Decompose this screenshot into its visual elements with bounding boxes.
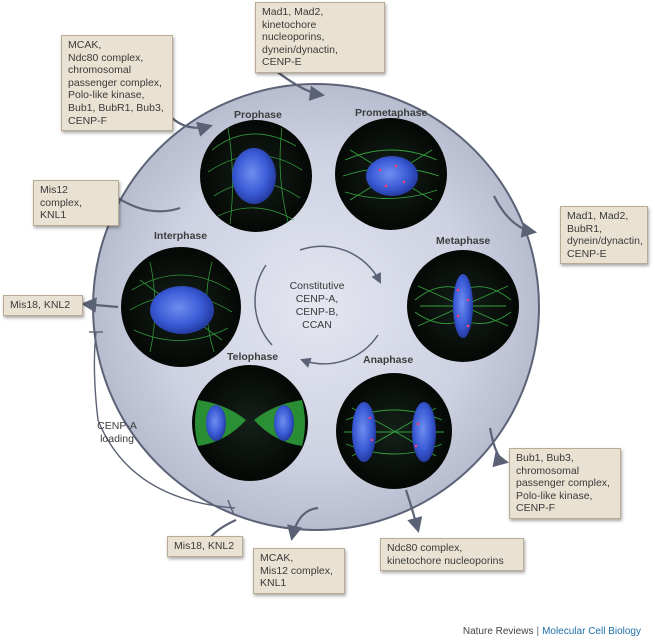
constitutive-label: Constitutive CENP-A, CENP-B, CCAN bbox=[289, 280, 345, 331]
journal-credit: Nature Reviews|Molecular Cell Biology bbox=[463, 626, 641, 637]
interphase-label: Interphase bbox=[154, 230, 208, 242]
mis12-knl1-box: Mis12 complex, KNL1 bbox=[33, 180, 119, 226]
publisher-name: Nature Reviews bbox=[462, 626, 534, 637]
arrow-mcak-out bbox=[287, 506, 319, 542]
mis18-knl2-out-box: Mis18, KNL2 bbox=[3, 295, 83, 316]
metaphase-cell-image bbox=[407, 250, 519, 362]
telophase-cell-image bbox=[192, 365, 308, 481]
interphase-cell-image bbox=[121, 247, 241, 367]
arrow-prophase-in bbox=[171, 117, 213, 137]
metaphase-protein-box: Mad1, Mad2, BubR1, dynein/dynactin, CENP… bbox=[560, 206, 648, 265]
mis18-knl2-in-box: Mis18, KNL2 bbox=[167, 536, 243, 557]
arrow-interphase-out bbox=[80, 297, 119, 313]
mcak-mis12-box: MCAK, Mis12 complex, KNL1 bbox=[253, 548, 345, 594]
ndc80-nucleoporins-box: Ndc80 complex, kinetochore nucleoporins bbox=[380, 538, 524, 572]
cenp-a-loading-label: CENP-A loading bbox=[97, 420, 137, 445]
anaphase-label: Anaphase bbox=[363, 354, 414, 366]
anaphase-protein-box: Bub1, Bub3, chromosomal passenger comple… bbox=[509, 448, 621, 519]
prometaphase-cell-image bbox=[335, 118, 447, 230]
arrow-metaphase-out bbox=[493, 195, 538, 238]
prophase-label: Prophase bbox=[234, 109, 282, 121]
arrow-ndc80-out bbox=[404, 489, 423, 533]
prometaphase-protein-box: Mad1, Mad2, kinetochore nucleoporins, dy… bbox=[255, 2, 385, 73]
prometaphase-label: Prometaphase bbox=[355, 107, 428, 119]
connector-arrows bbox=[80, 57, 538, 542]
anaphase-cell-image bbox=[336, 373, 452, 489]
journal-name: Molecular Cell Biology bbox=[542, 626, 641, 637]
arrow-anaphase-out bbox=[488, 427, 510, 468]
arrow-mis12-in bbox=[117, 197, 181, 213]
metaphase-label: Metaphase bbox=[436, 235, 491, 247]
prophase-cell-image bbox=[200, 120, 312, 232]
inner-cycle-arrows bbox=[254, 245, 381, 368]
cenp-a-loading-line bbox=[89, 331, 236, 516]
credit-separator: | bbox=[536, 626, 540, 637]
telophase-label: Telophase bbox=[227, 351, 279, 363]
prophase-protein-box: MCAK, Ndc80 complex, chromosomal passeng… bbox=[61, 35, 173, 132]
